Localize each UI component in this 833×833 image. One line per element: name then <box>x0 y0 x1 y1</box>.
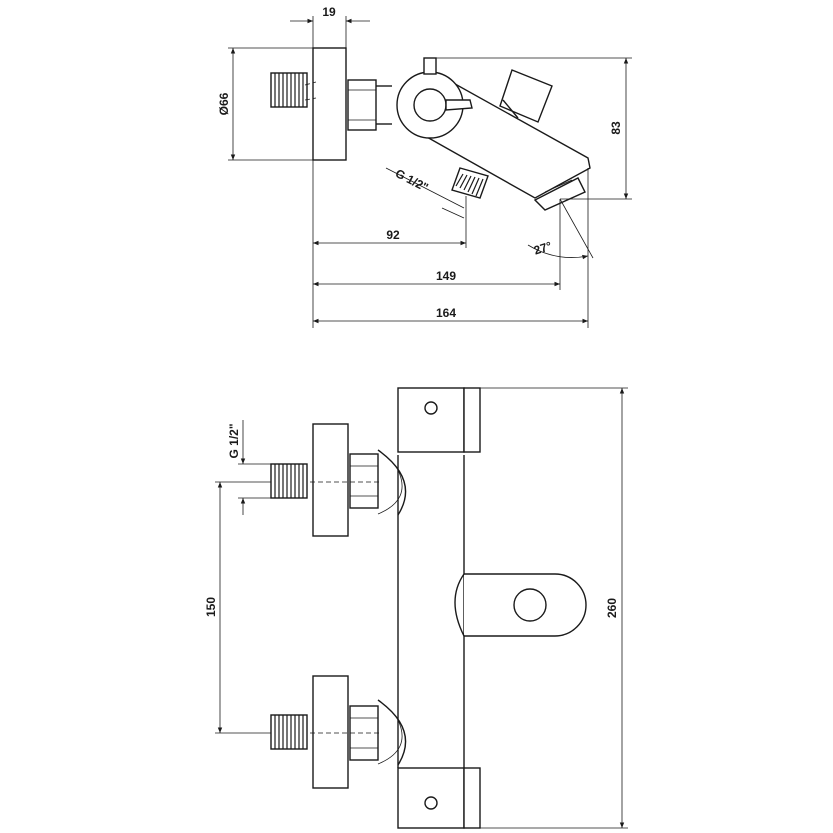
dim-19-label: 19 <box>322 5 336 19</box>
dim-260: 260 <box>480 387 628 829</box>
front-view: G 1/2" 150 260 <box>204 387 628 829</box>
dim-diameter-label: Ø66 <box>217 92 231 115</box>
front-main-body <box>397 455 465 768</box>
dim-83: 83 <box>436 57 632 200</box>
dim-149-label: 149 <box>436 269 456 283</box>
top-wall-flange <box>312 47 347 161</box>
dim-83-label: 83 <box>609 121 623 135</box>
top-spout-outlet <box>533 177 586 211</box>
front-bottom-cap <box>397 767 481 829</box>
front-lower-thread <box>270 714 308 750</box>
top-outlet-thread <box>451 167 489 199</box>
dim-164-label: 164 <box>436 306 456 320</box>
front-spout <box>454 573 587 637</box>
dim-92: 92 <box>312 160 467 328</box>
dim-angle: 27° <box>527 198 594 260</box>
top-control-knob <box>413 88 447 122</box>
dim-diameter: Ø66 <box>217 47 313 161</box>
dim-thread-top-label: G 1/2" <box>393 166 431 194</box>
dim-angle-label: 27° <box>532 239 554 258</box>
dim-260-label: 260 <box>605 598 619 618</box>
top-inlet-thread <box>270 72 308 108</box>
top-centerline-2 <box>304 97 317 101</box>
dim-150-label: 150 <box>204 597 218 617</box>
dim-92-label: 92 <box>386 228 400 242</box>
dim-149: 149 <box>313 199 561 290</box>
dim-thread-front-label: G 1/2" <box>227 423 241 458</box>
top-pin <box>423 57 437 75</box>
top-hex-nut <box>347 79 392 131</box>
dim-thread-top: G 1/2" <box>385 166 465 219</box>
top-lever <box>445 99 473 111</box>
dim-19: 19 <box>290 5 370 48</box>
dim-164: 164 <box>313 168 589 328</box>
front-upper-connector <box>310 423 407 537</box>
front-lower-connector <box>310 675 407 789</box>
top-diverter-knob <box>499 69 553 123</box>
dim-thread-front: G 1/2" <box>227 420 271 515</box>
dim-150: 150 <box>204 481 271 734</box>
top-centerline <box>304 81 317 86</box>
front-top-cap <box>397 387 481 453</box>
top-view: 19 Ø66 83 G 1/2" 92 <box>217 5 632 328</box>
front-upper-thread <box>270 463 308 499</box>
